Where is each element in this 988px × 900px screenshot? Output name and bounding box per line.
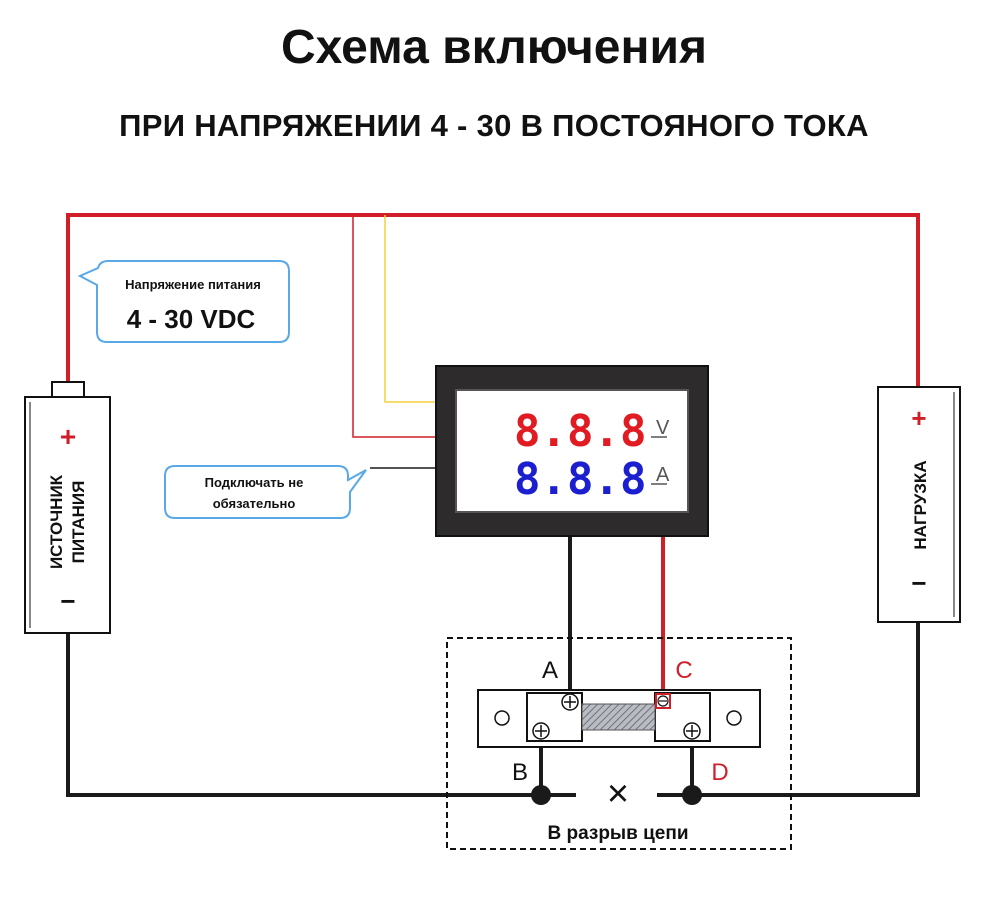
screw-d bbox=[683, 722, 701, 740]
voltage-display: 8.8.8 bbox=[514, 406, 646, 457]
load-plus-sign: + bbox=[911, 403, 926, 433]
yellow-wire-meter-sense bbox=[384, 215, 440, 403]
callout-supply-bubble bbox=[77, 260, 290, 343]
wires bbox=[66, 213, 920, 805]
source-terminal-cap bbox=[51, 381, 85, 399]
screw-b bbox=[532, 722, 550, 740]
callout-supply-line1: Напряжение питания bbox=[125, 277, 261, 292]
diagram-title: Схема включения bbox=[281, 21, 707, 74]
terminal-label-a: A bbox=[542, 657, 558, 684]
callout-optional: Подключать не обязательно bbox=[164, 465, 367, 519]
load-minus-sign: − bbox=[911, 568, 926, 598]
shunt-mount-hole-left bbox=[494, 710, 510, 726]
shunt-mount-hole-right bbox=[726, 710, 742, 726]
load: + − НАГРУЗКА bbox=[877, 386, 961, 623]
source-body bbox=[24, 396, 111, 634]
load-body bbox=[877, 386, 961, 623]
junction-dot-b bbox=[531, 785, 551, 805]
screw-c bbox=[655, 693, 671, 709]
current-unit: A bbox=[656, 464, 670, 486]
current-display: 8.8.8 bbox=[514, 454, 646, 505]
meter: 8.8.8 8.8.8 V A bbox=[435, 365, 709, 537]
callout-optional-bubble bbox=[164, 465, 367, 519]
circuit-break-mark: × bbox=[607, 773, 629, 815]
source-minus-sign: − bbox=[60, 586, 75, 616]
source-label-line1: ИСТОЧНИК bbox=[47, 474, 66, 569]
diagram-subtitle: ПРИ НАПРЯЖЕНИИ 4 - 30 В ПОСТОЯНОГО ТОКА bbox=[119, 108, 869, 143]
junction-dot-d bbox=[682, 785, 702, 805]
red-wire-top bbox=[66, 213, 920, 392]
source-label-line2: ПИТАНИЯ bbox=[69, 481, 88, 564]
terminal-label-c: C bbox=[675, 657, 692, 684]
callout-supply-voltage: Напряжение питания 4 - 30 VDC bbox=[77, 260, 290, 343]
load-label: НАГРУЗКА bbox=[911, 460, 930, 549]
callout-optional-line1: Подключать не bbox=[205, 475, 304, 490]
screw-a bbox=[561, 693, 579, 711]
power-source: + − ИСТОЧНИК ПИТАНИЯ bbox=[24, 381, 111, 634]
source-plus-sign: + bbox=[60, 421, 76, 452]
voltage-unit: V bbox=[656, 417, 670, 439]
callout-supply-line2: 4 - 30 VDC bbox=[127, 304, 256, 334]
black-wire-bottom-left bbox=[66, 632, 576, 797]
shunt-resistor-element bbox=[581, 703, 656, 731]
black-wire-bottom-right bbox=[657, 622, 920, 797]
shunt-dashed-frame bbox=[446, 637, 792, 850]
shunt: A C B D × В разрыв цепи bbox=[446, 637, 792, 850]
callout-optional-line2: обязательно bbox=[213, 496, 296, 511]
terminal-label-d: D bbox=[711, 759, 728, 786]
red-wire-meter-power bbox=[352, 215, 440, 438]
terminal-label-b: B bbox=[512, 759, 528, 786]
meter-screen bbox=[455, 389, 689, 513]
break-label: В разрыв цепи bbox=[547, 823, 688, 844]
